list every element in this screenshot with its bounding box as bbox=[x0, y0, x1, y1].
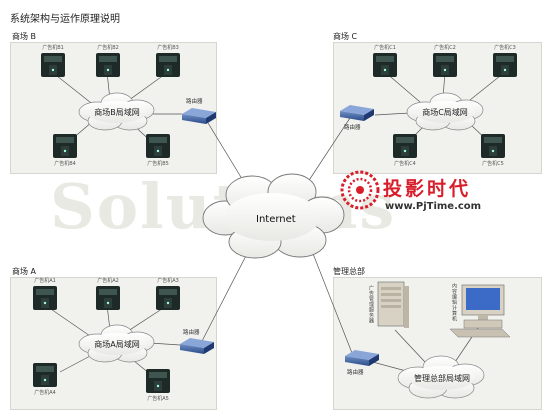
panel-label-c: 商场 C bbox=[333, 32, 358, 41]
lan-label-hq: 管理总部局域网 bbox=[414, 374, 470, 383]
lan-label-a: 商场A局域网 bbox=[94, 340, 140, 349]
brand-logo-icon bbox=[340, 170, 380, 210]
internet-label: Internet bbox=[256, 214, 296, 225]
ad-player-c4: 广告机C4 bbox=[392, 133, 418, 167]
ad-player-b4: 广告机B4 bbox=[52, 133, 78, 167]
panel-label-a: 商场 A bbox=[12, 267, 37, 276]
router-icon-b bbox=[182, 108, 216, 124]
lan-label-c: 商场C局域网 bbox=[422, 108, 468, 117]
router-icon-a bbox=[180, 338, 214, 354]
brand-watermark: 投影时代 www.PjTime.com bbox=[335, 170, 525, 218]
server-label: 广告管理服务器 bbox=[368, 285, 374, 324]
router-label-c: 路由器 bbox=[344, 125, 361, 131]
ad-player-c1: 广告机C1 bbox=[372, 45, 398, 82]
ad-player-a2: 广告机A2 bbox=[95, 278, 121, 315]
lan-cloud-c bbox=[406, 92, 484, 131]
brand-url: www.PjTime.com bbox=[385, 201, 482, 212]
ad-player-a5: 广告机A5 bbox=[145, 368, 171, 402]
router-label-a: 路由器 bbox=[183, 330, 200, 336]
workstation-icon bbox=[449, 284, 511, 338]
ad-player-b2: 广告机B2 bbox=[95, 45, 121, 82]
ad-player-c5: 广告机C5 bbox=[480, 133, 506, 167]
internet-cloud bbox=[202, 173, 345, 259]
ad-player-b3: 广告机B3 bbox=[155, 45, 181, 82]
ad-player-b1: 广告机B1 bbox=[40, 45, 66, 82]
workstation-label: 内容编辑计算机 bbox=[451, 283, 457, 322]
router-label-b: 路由器 bbox=[186, 99, 203, 105]
lan-label-b: 商场B局域网 bbox=[94, 108, 140, 117]
server-icon bbox=[377, 281, 409, 328]
router-icon-c bbox=[340, 105, 374, 121]
ad-player-c3: 广告机C3 bbox=[492, 45, 518, 82]
ad-player-a3: 广告机A3 bbox=[155, 278, 181, 315]
page-title: 系统架构与运作原理说明 bbox=[10, 14, 120, 25]
panel-label-b: 商场 B bbox=[12, 32, 37, 41]
lan-cloud-b bbox=[78, 92, 155, 131]
ad-player-c2: 广告机C2 bbox=[432, 45, 458, 82]
ad-player-a4: 广告机A4 bbox=[32, 362, 58, 396]
lan-cloud-hq bbox=[397, 355, 485, 399]
ad-player-b5: 广告机B5 bbox=[145, 133, 171, 167]
lan-cloud-a bbox=[78, 324, 155, 363]
router-icon-hq bbox=[345, 350, 379, 366]
panel-label-hq: 管理总部 bbox=[333, 267, 365, 276]
ad-player-a1: 广告机A1 bbox=[32, 278, 58, 315]
brand-name: 投影时代 bbox=[383, 178, 472, 200]
router-label-hq: 路由器 bbox=[347, 370, 364, 376]
